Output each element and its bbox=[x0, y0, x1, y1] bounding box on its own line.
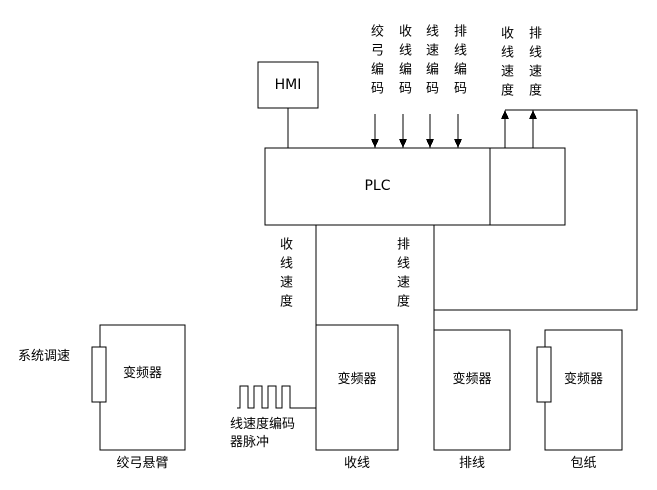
caption-jiaogong-xuanbi: 绞弓悬臂 bbox=[116, 456, 169, 471]
signal-label-xiansu-bianma: 线速编码 bbox=[423, 24, 438, 100]
encoder-arrow-xiansu-down-icon bbox=[426, 114, 434, 148]
inverter-label-baozhi: 变频器 bbox=[563, 372, 603, 387]
signal-label-shouxian-sudu-top: 收线速度 bbox=[498, 26, 513, 102]
encoder-arrow-paixian-down-icon bbox=[454, 114, 462, 148]
wire-label-shouxian-sudu: 收线速度 bbox=[277, 237, 292, 313]
inverter-box-baozhi bbox=[544, 329, 623, 451]
inverter-box-paixian bbox=[433, 329, 511, 451]
hmi-box bbox=[257, 61, 319, 109]
inverter-label-jiaogong: 变频器 bbox=[122, 366, 162, 381]
pulse-note-line2: 器脉冲 bbox=[230, 435, 270, 450]
speed-arrow-paixian-up-icon bbox=[529, 110, 537, 148]
inverter-label-paixian: 变频器 bbox=[452, 372, 492, 387]
inverter-box-jiaogong bbox=[99, 324, 186, 451]
encoder-pulse-waveform-icon bbox=[237, 385, 316, 409]
plc-box bbox=[264, 147, 566, 226]
speed-feedback-wire bbox=[434, 109, 638, 311]
inverter-label-shouxian: 变频器 bbox=[337, 372, 377, 387]
speed-pot-jiaogong bbox=[91, 346, 107, 403]
hmi-label: HMI bbox=[274, 77, 302, 93]
encoder-arrow-shouxian-down-icon bbox=[399, 114, 407, 148]
caption-paixian: 排线 bbox=[458, 456, 485, 471]
encoder-arrow-jiaogong-down-icon bbox=[371, 114, 379, 148]
caption-baozhi: 包纸 bbox=[570, 456, 597, 471]
system-speed-note: 系统调速 bbox=[18, 349, 71, 364]
inverter-box-shouxian bbox=[315, 324, 399, 451]
caption-shouxian: 收线 bbox=[343, 456, 370, 471]
signal-label-shouxian-bianma: 收线编码 bbox=[396, 24, 411, 100]
plc-label: PLC bbox=[364, 178, 391, 194]
wire-label-paixian-sudu: 排线速度 bbox=[394, 237, 409, 313]
speed-arrow-shouxian-up-icon bbox=[501, 110, 509, 148]
signal-label-paixian-bianma: 排线编码 bbox=[451, 24, 466, 100]
pulse-note-line1: 线速度编码 bbox=[230, 417, 296, 432]
signal-label-paixian-sudu-top: 排线速度 bbox=[526, 26, 541, 102]
signal-label-jiaogong-bianma: 绞弓编码 bbox=[368, 24, 383, 100]
speed-pot-baozhi bbox=[536, 346, 552, 403]
